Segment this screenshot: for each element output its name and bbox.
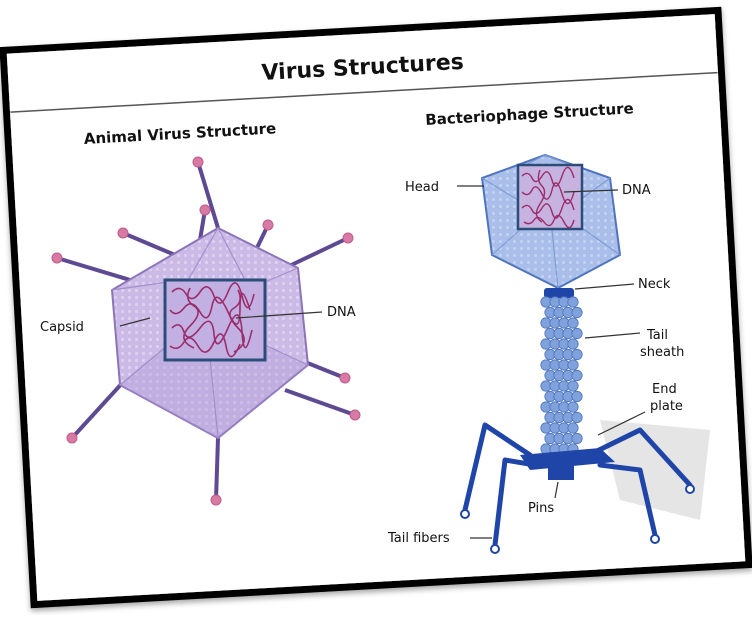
head-label: Head: [405, 180, 439, 195]
sheath-bead: [572, 433, 582, 443]
tail-sheath-label-line2: sheath: [640, 345, 684, 360]
sheath-bead: [572, 370, 582, 380]
sheath-bead: [572, 328, 582, 338]
phage-dna-label: DNA: [622, 183, 651, 198]
capsid-spike-tip: [343, 233, 353, 243]
capsid-spike-tip: [193, 157, 203, 167]
tail-fibers-label: Tail fibers: [387, 531, 450, 546]
sheath-bead: [568, 402, 578, 412]
animal-dna-label: DNA: [327, 305, 356, 320]
capsid-spike-tip: [263, 220, 273, 230]
sheath-bead: [572, 412, 582, 422]
sheath-bead: [568, 318, 578, 328]
phage-neck: [544, 288, 574, 298]
neck-label: Neck: [638, 277, 671, 292]
sheath-bead: [568, 339, 578, 349]
tail-sheath: [541, 297, 582, 454]
capsid-spike-tip: [52, 253, 62, 263]
capsid-spike-tip: [118, 228, 128, 238]
sheath-bead: [568, 297, 578, 307]
sheath-bead: [568, 360, 578, 370]
capsid-spike-tip: [200, 205, 210, 215]
sheath-bead: [572, 307, 582, 317]
capsid-spike-tip: [340, 373, 350, 383]
capsid-spike: [216, 438, 218, 500]
capsid-spike-tip: [211, 495, 221, 505]
dna-window: [165, 280, 265, 360]
phage-pins: [548, 462, 574, 480]
capsid-label: Capsid: [40, 320, 84, 335]
sheath-bead: [572, 349, 582, 359]
end-plate-label-line1: End: [652, 382, 677, 397]
end-plate-label-line2: plate: [650, 399, 683, 414]
capsid-spike-tip: [350, 410, 360, 420]
sheath-bead: [568, 423, 578, 433]
pins-label: Pins: [528, 501, 554, 516]
sheath-bead: [572, 391, 582, 401]
capsid-spike-tip: [67, 433, 77, 443]
tail-sheath-label-line1: Tail: [646, 328, 668, 343]
sheath-bead: [568, 381, 578, 391]
